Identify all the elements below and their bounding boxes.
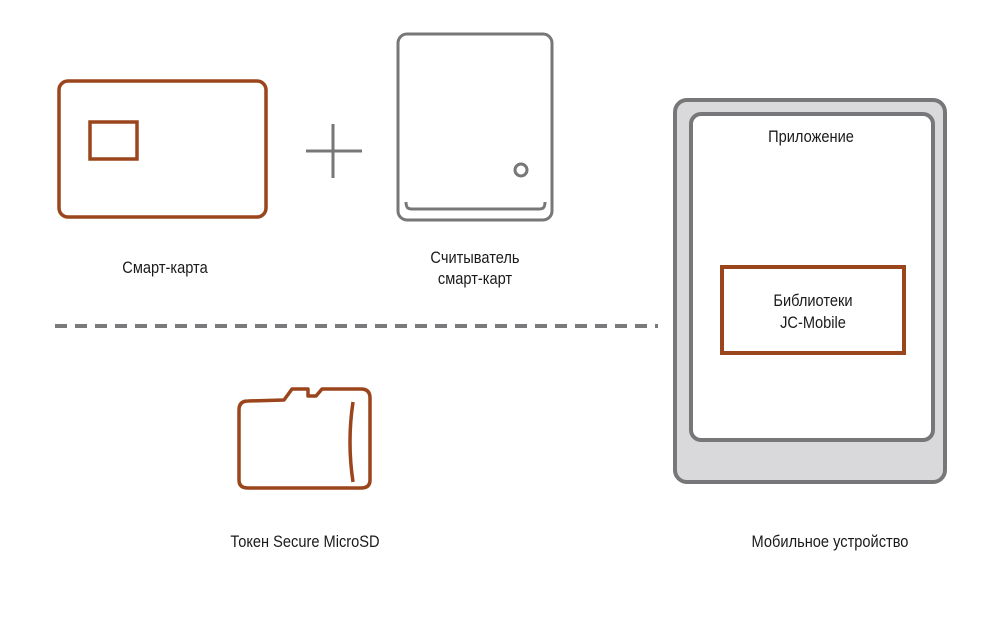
library-box: [720, 265, 906, 355]
card-reader-icon: [396, 32, 554, 222]
token-label: Токен Secure MicroSD: [230, 532, 380, 551]
library-label: Библиотеки JC-Mobile: [736, 290, 889, 334]
smart-card-icon: [57, 79, 268, 219]
reader-label-line2: смарт-карт: [437, 269, 513, 288]
app-label: Приложение: [768, 127, 854, 146]
mobile-device-icon: [673, 98, 947, 484]
plus-icon: [306, 124, 362, 178]
smart-card-label: Смарт-карта: [122, 258, 208, 277]
mobile-device-label: Мобильное устройство: [751, 532, 909, 551]
library-label-line2: JC-Mobile: [780, 313, 846, 332]
chip-icon: [88, 120, 139, 161]
library-label-line1: Библиотеки: [773, 291, 853, 310]
reader-label: Считыватель смарт-карт: [389, 247, 561, 289]
reader-label-line1: Считыватель: [430, 248, 520, 267]
microsd-token-icon: [237, 387, 372, 490]
